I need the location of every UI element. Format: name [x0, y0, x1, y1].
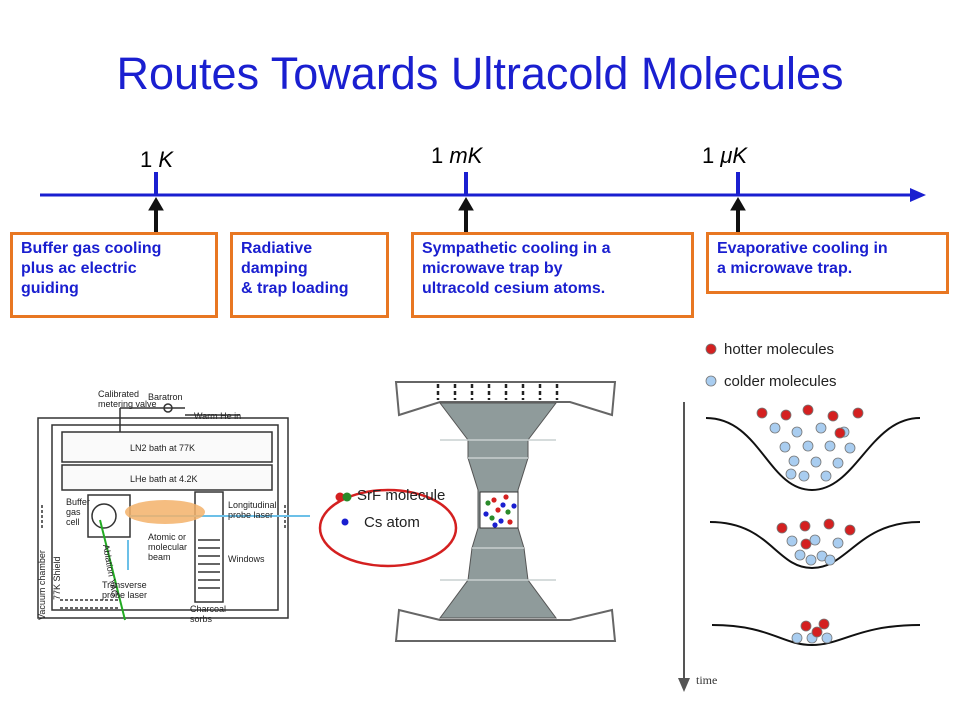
timeline	[40, 172, 926, 232]
srf-green-dot	[342, 492, 352, 502]
vacuum-chamber	[37, 417, 289, 619]
cs-dot	[341, 518, 349, 526]
vacuum-label: Vacuum chamber	[37, 550, 47, 620]
beam-plume	[125, 500, 205, 524]
ablation-laser-line	[99, 519, 126, 621]
box-radiative-text: Radiative damping & trap loading	[241, 240, 349, 297]
page-title: Routes Towards Ultracold Molecules	[116, 48, 844, 99]
potential-well-2	[709, 521, 921, 570]
box-buffer-gas: Buffer gas cooling plus ac electric guid…	[10, 232, 218, 318]
baratron-label: Baratron	[148, 392, 183, 402]
evaporative-panel: time	[678, 343, 921, 692]
legend-oval	[318, 488, 458, 568]
well-1-particles	[756, 404, 864, 482]
srf-legend-label: SrF molecule	[357, 487, 446, 504]
box-evaporative-text: Evaporative cooling in a microwave trap.	[717, 240, 888, 277]
trap-bottom-mirror	[394, 608, 617, 642]
microwave-trap	[318, 381, 617, 642]
shield-box	[51, 424, 279, 611]
well-3-particles	[791, 618, 833, 644]
box-radiative: Radiative damping & trap loading	[230, 232, 389, 318]
cold-legend-label: colder molecules	[724, 373, 837, 390]
box-sympathetic-text: Sympathetic cooling in a microwave trap …	[422, 240, 611, 297]
well-2-particles	[776, 518, 856, 566]
buffer-gas-cell	[87, 494, 131, 538]
lhe-label: LHe bath at 4.2K	[130, 474, 198, 484]
hot-legend-label: hotter molecules	[724, 341, 835, 358]
box-evaporative: Evaporative cooling in a microwave trap.	[706, 232, 949, 294]
tick-label-1uk: 1 μK	[702, 143, 748, 168]
lhe-bath	[61, 464, 273, 491]
tick-label-1k: 1 K	[140, 147, 174, 172]
cs-legend-label: Cs atom	[364, 514, 420, 531]
time-axis-arrow	[678, 678, 690, 692]
ln2-bath	[61, 431, 273, 463]
time-label: time	[696, 673, 717, 687]
legend-cold-dot	[705, 375, 717, 387]
box-buffer-gas-text: Buffer gas cooling plus ac electric guid…	[21, 240, 162, 297]
ln2-label: LN2 bath at 77K	[130, 443, 195, 453]
timeline-arrow-head	[910, 188, 926, 202]
trap-particles	[483, 494, 517, 528]
apparatus-schematic	[37, 403, 310, 621]
tick-label-1mk: 1 mK	[431, 143, 483, 168]
shield-label: 77K Shield	[52, 556, 62, 600]
legend-hot-dot	[705, 343, 717, 355]
warm-he-label: Warm He in	[194, 411, 241, 421]
srf-red-dot	[335, 492, 345, 502]
potential-well-3	[711, 624, 921, 647]
windows-label: Windows	[228, 554, 265, 564]
up-arrows	[148, 197, 746, 232]
box-sympathetic: Sympathetic cooling in a microwave trap …	[411, 232, 694, 318]
trap-grid-dashes	[436, 384, 559, 400]
charcoal-column	[194, 491, 224, 603]
potential-well-1	[705, 417, 921, 492]
